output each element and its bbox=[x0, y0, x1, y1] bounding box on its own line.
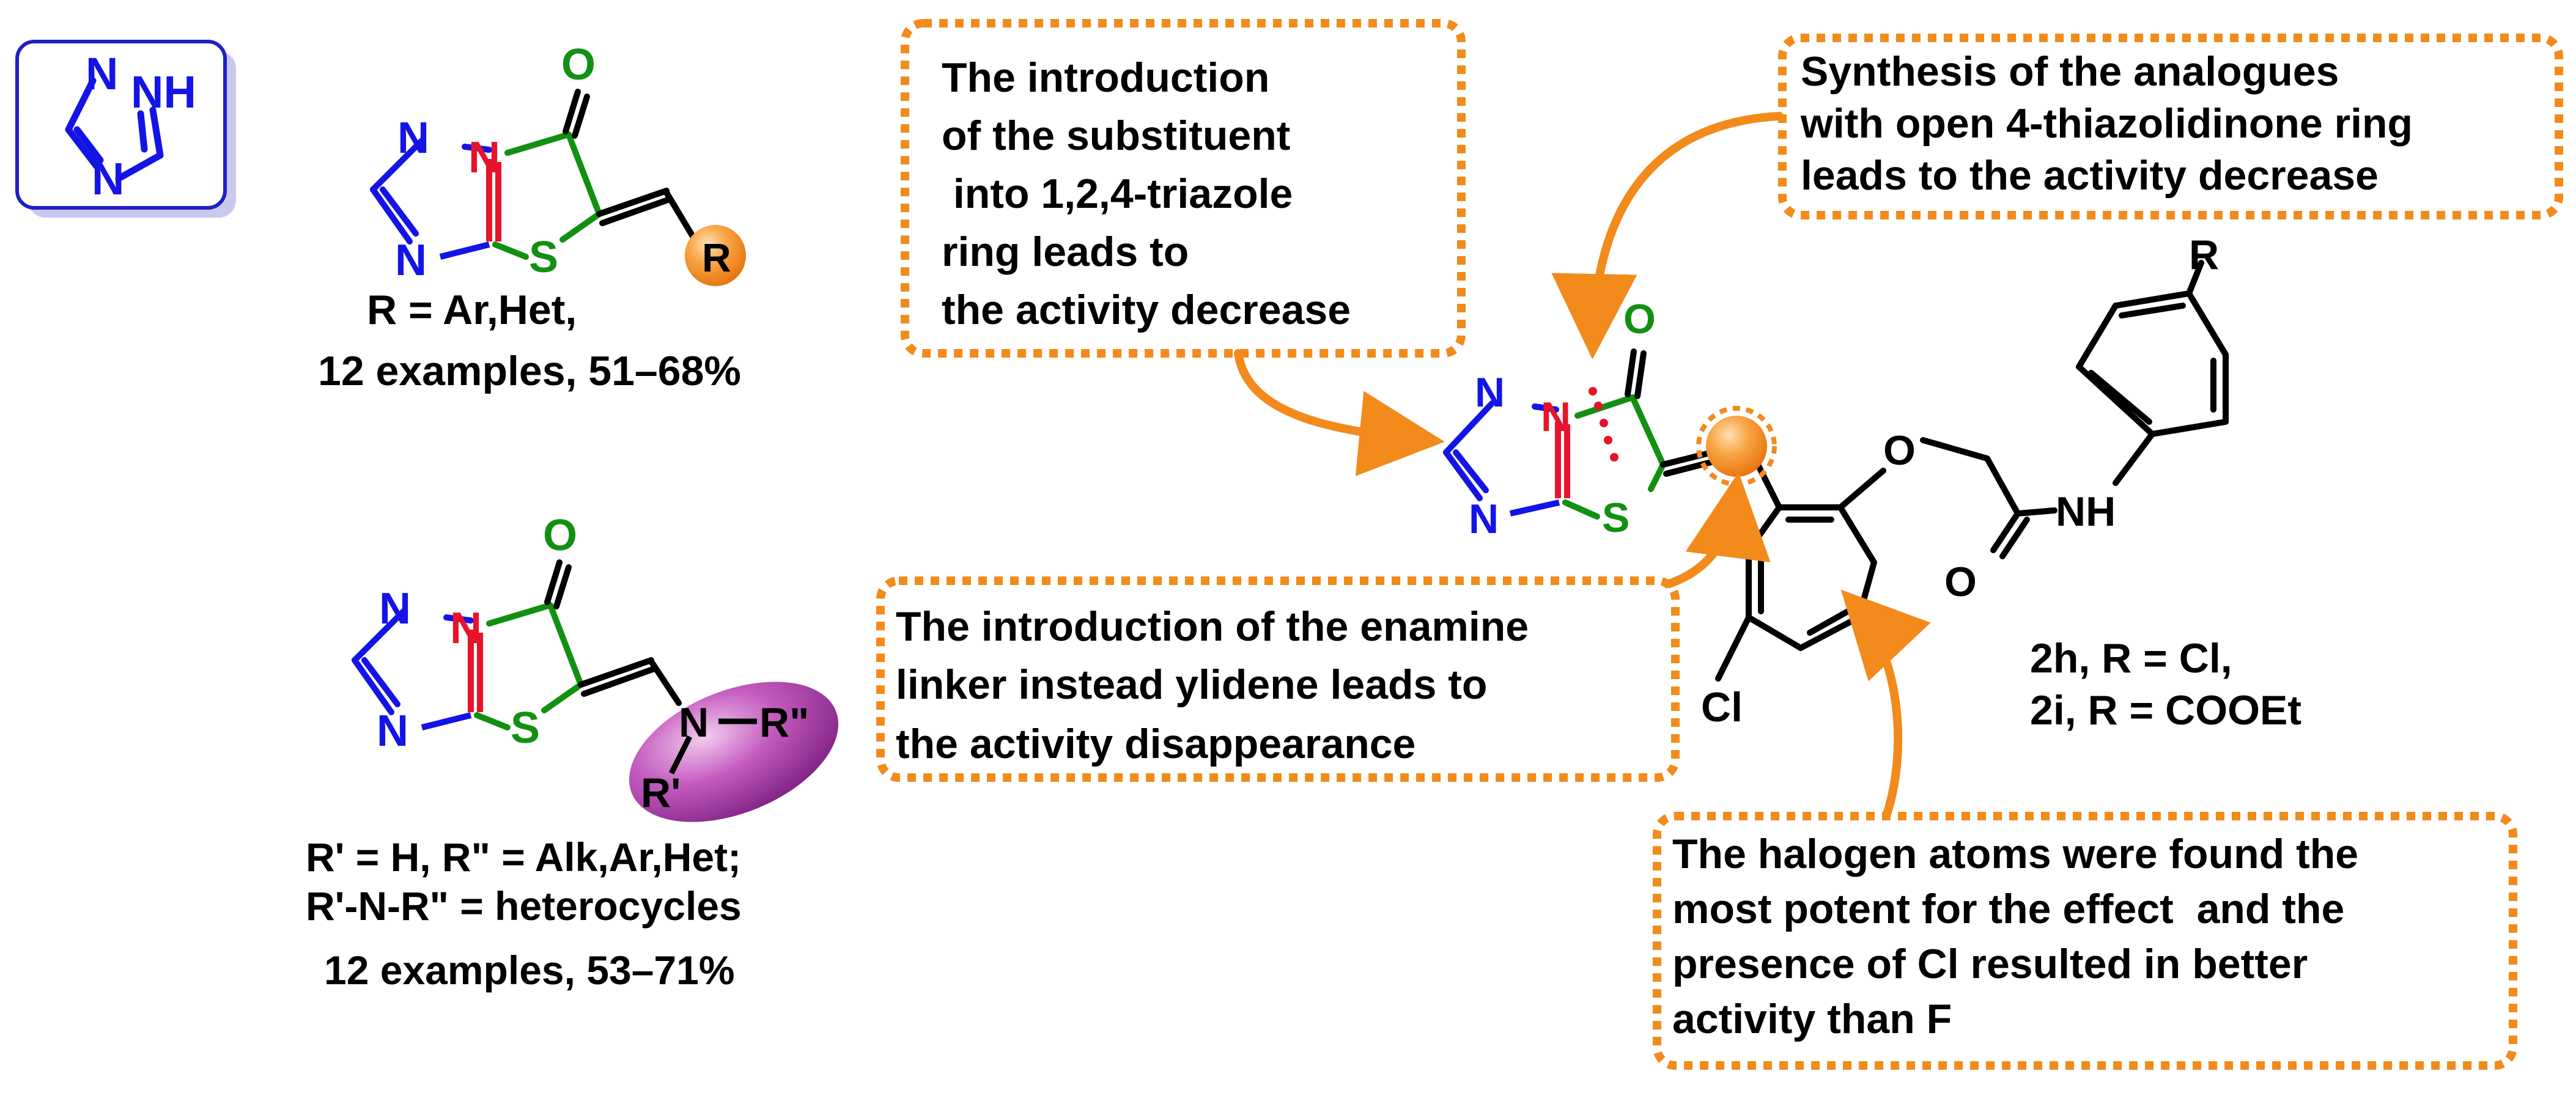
c2-r-double-prime: R" bbox=[759, 699, 809, 746]
c1-sulfur: S bbox=[529, 233, 558, 282]
callout-4-line-2: most potent for the effect and the bbox=[1672, 886, 2344, 932]
triazole-nh: NH bbox=[131, 67, 196, 117]
callout-4-line-3: presence of Cl resulted in better bbox=[1672, 941, 2308, 987]
c2-n2: N bbox=[450, 604, 482, 653]
main-chlorine: Cl bbox=[1701, 684, 1743, 731]
callout-3-line-1: The introduction of the enamine bbox=[896, 603, 1529, 650]
callout-4-line-4: activity than F bbox=[1672, 996, 1952, 1042]
c1-n3: N bbox=[395, 236, 427, 285]
main-compound-structure: O N N N S O O NH R Cl 2h, R = Cl, 2i, R … bbox=[1443, 232, 2301, 734]
callout-1-line-3: into 1,2,4-triazole bbox=[942, 171, 1293, 217]
c1-caption-1: R = Ar,Het, bbox=[367, 287, 577, 333]
main-label-2h: 2h, R = Cl, bbox=[2030, 635, 2232, 682]
main-oxygen-amide: O bbox=[1944, 559, 1977, 605]
callout-3-line-2: linker instead ylidene leads to bbox=[896, 661, 1487, 708]
c1-n1: N bbox=[397, 114, 429, 163]
callout-1-line-2: of the substituent bbox=[942, 112, 1290, 159]
callout-1-line-4: ring leads to bbox=[942, 229, 1189, 275]
c2-n3: N bbox=[377, 707, 408, 756]
triazole-box: N NH N bbox=[15, 40, 236, 218]
main-n3: N bbox=[1469, 496, 1499, 542]
c2-sulfur: S bbox=[511, 704, 540, 753]
c2-caption-3: 12 examples, 53–71% bbox=[324, 948, 735, 993]
callout-2-line-2: with open 4-thiazolidinone ring bbox=[1800, 100, 2413, 147]
c2-n1: N bbox=[379, 584, 411, 633]
callout-1-line-5: the activity decrease bbox=[942, 287, 1351, 333]
main-sulfur: S bbox=[1602, 495, 1629, 541]
c2-r-prime: R' bbox=[641, 770, 681, 816]
main-label-2i: 2i, R = COOEt bbox=[2030, 687, 2301, 734]
arrow-to-ring-cleavage bbox=[1551, 112, 1784, 359]
arrow-to-linker bbox=[1665, 472, 1771, 588]
callout-3-line-3: the activity disappearance bbox=[896, 721, 1415, 767]
triazole-n4: N bbox=[92, 153, 124, 204]
callout-halogen: The halogen atoms were found the most po… bbox=[1653, 812, 2517, 1070]
main-n1: N bbox=[1475, 369, 1505, 416]
callout-4-line-1: The halogen atoms were found the bbox=[1672, 831, 2358, 877]
c2-amine-n: N bbox=[679, 699, 709, 746]
c1-oxygen: O bbox=[561, 40, 596, 89]
c1-r-group: R bbox=[702, 235, 731, 280]
callout-triazole-substituent: The introduction of the substituent into… bbox=[901, 19, 1466, 358]
c2-caption-2: R'-N-R" = heterocycles bbox=[306, 883, 742, 929]
main-oxygen-ether: O bbox=[1883, 427, 1916, 474]
triazole-n1: N bbox=[86, 48, 118, 99]
main-n2: N bbox=[1541, 394, 1571, 440]
main-r-group: R bbox=[2189, 232, 2219, 278]
compound-2-structure: O N N N S N R" R' R' = H, R" = Alk,Ar,He… bbox=[306, 511, 839, 993]
arrow-to-triazole bbox=[1234, 349, 1445, 476]
c2-oxygen: O bbox=[543, 511, 577, 560]
arrow-to-chloro-ring bbox=[1840, 589, 1931, 820]
c2-caption-1: R' = H, R" = Alk,Ar,Het; bbox=[306, 834, 741, 880]
c1-n2: N bbox=[468, 133, 500, 182]
callout-2-line-3: leads to the activity decrease bbox=[1801, 152, 2379, 199]
callout-open-ring: Synthesis of the analogues with open 4-t… bbox=[1778, 34, 2563, 219]
main-oxygen-carbonyl-ring: O bbox=[1623, 296, 1656, 342]
c1-caption-2: 12 examples, 51–68% bbox=[318, 348, 741, 394]
compound-1-structure: O N N N S R R = Ar,Het, 12 examples, 51–… bbox=[318, 40, 746, 394]
callout-enamine: The introduction of the enamine linker i… bbox=[876, 576, 1680, 782]
callout-1-line-1: The introduction bbox=[942, 54, 1269, 101]
callout-2-line-1: Synthesis of the analogues bbox=[1801, 48, 2339, 95]
main-nh: NH bbox=[2056, 488, 2116, 535]
